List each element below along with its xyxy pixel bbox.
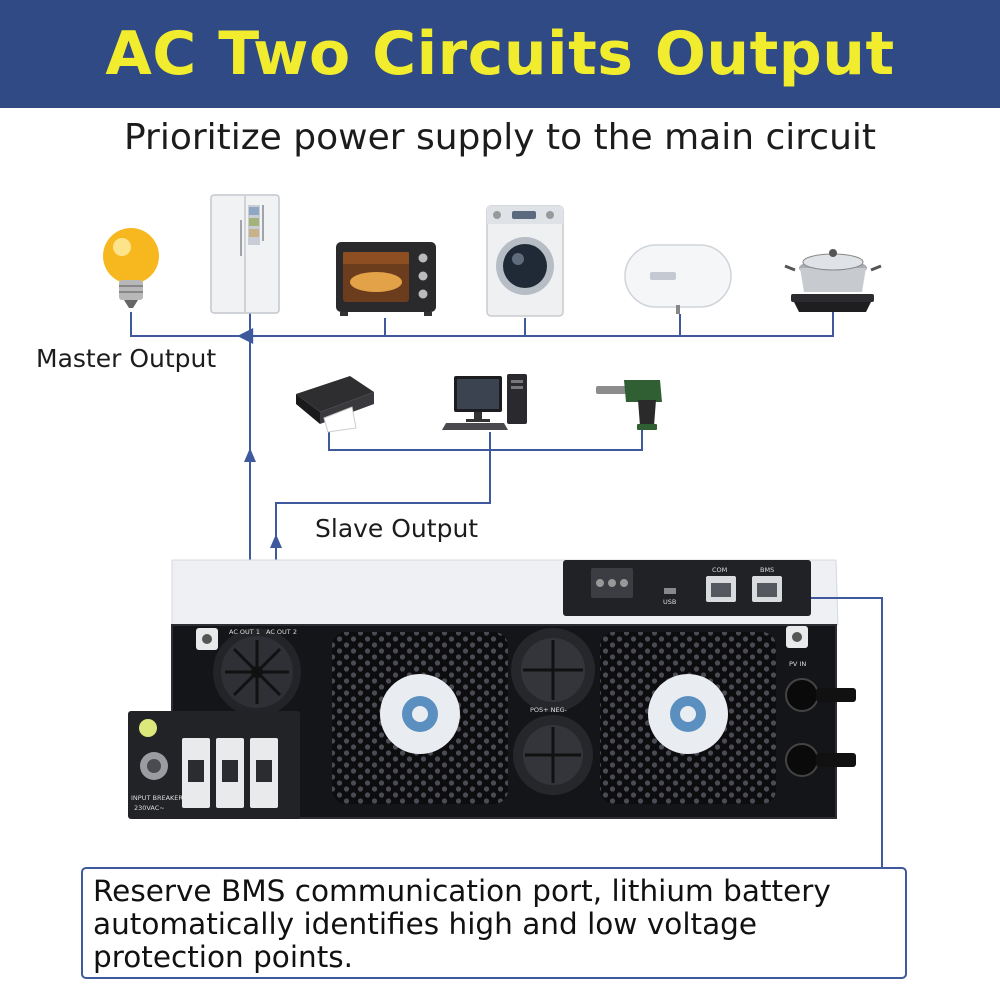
pos-neg-label: POS+ NEG- xyxy=(530,706,568,714)
slave-output-label: Slave Output xyxy=(315,514,479,543)
refrigerator-icon xyxy=(210,194,280,314)
usb-label: USB xyxy=(663,598,676,606)
breaker-rating-label: 230VAC~ xyxy=(134,804,165,812)
power-drill-icon xyxy=(596,380,662,430)
master-output-label: Master Output xyxy=(36,344,217,373)
desktop-computer-icon xyxy=(442,374,527,430)
bms-label: BMS xyxy=(760,566,774,574)
pv-in-label: PV IN xyxy=(789,660,806,668)
breaker-label: INPUT BREAKER xyxy=(131,794,183,802)
title-banner: AC Two Circuits Output xyxy=(0,0,1000,108)
inverter-unit xyxy=(128,559,856,819)
water-heater-icon xyxy=(624,244,732,314)
printer-icon xyxy=(296,376,374,433)
oven-icon xyxy=(336,242,436,316)
bms-connector-line xyxy=(811,597,883,867)
induction-cooker-icon xyxy=(784,249,882,312)
slave-arrow-icon xyxy=(270,534,282,548)
ac-out-1-label: AC OUT 1 xyxy=(229,628,260,636)
light-bulb-icon xyxy=(103,228,159,308)
page-title: AC Two Circuits Output xyxy=(105,19,895,89)
bms-note-box: Reserve BMS communication port, lithium … xyxy=(81,867,907,979)
com-label: COM xyxy=(712,566,727,574)
master-arrow-icon xyxy=(244,448,256,462)
washing-machine-icon xyxy=(486,205,564,317)
page-subtitle: Prioritize power supply to the main circ… xyxy=(123,117,877,158)
ac-out-2-label: AC OUT 2 xyxy=(266,628,297,636)
